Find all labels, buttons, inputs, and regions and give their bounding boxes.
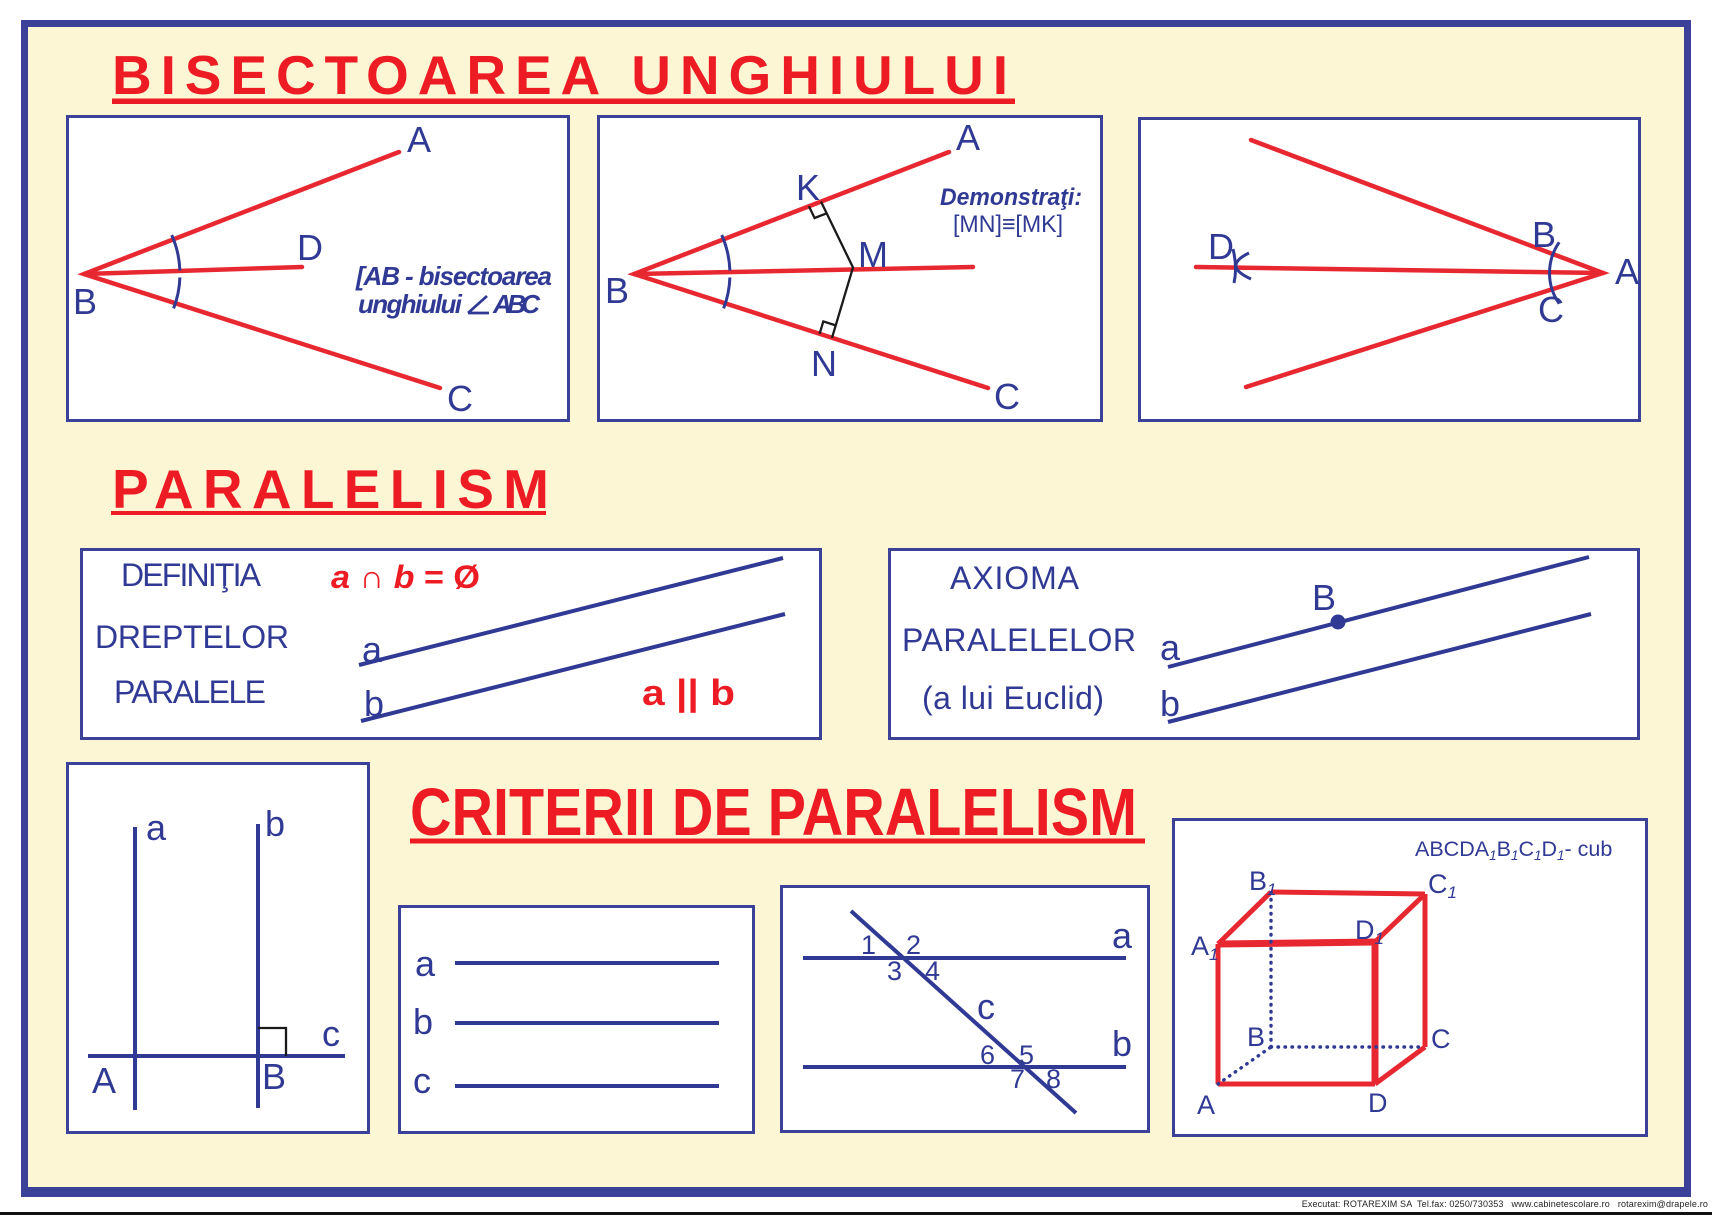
svg-text:BISECTOAREA UNGHIULUI: BISECTOAREA UNGHIULUI [112, 44, 1008, 106]
svg-text:PARALELISM: PARALELISM [112, 458, 549, 520]
svg-text:a: a [1160, 627, 1181, 668]
svg-text:D: D [1208, 226, 1234, 267]
svg-text:c: c [977, 986, 995, 1027]
svg-text:[AB - bisectoarea: [AB - bisectoarea [355, 261, 552, 291]
svg-text:C1: C1 [1428, 869, 1457, 902]
svg-text:AXIOMA: AXIOMA [950, 560, 1080, 596]
svg-text:c: c [322, 1013, 340, 1054]
svg-text:B: B [73, 281, 97, 322]
svg-text:Demonstraţi:: Demonstraţi: [940, 184, 1082, 211]
svg-text:A: A [1615, 251, 1639, 292]
svg-text:[MN]≡[MK]: [MN]≡[MK] [953, 211, 1063, 238]
svg-text:a: a [415, 943, 436, 984]
svg-text:5: 5 [1019, 1040, 1034, 1070]
svg-text:M: M [858, 234, 888, 275]
svg-text:b: b [1112, 1023, 1132, 1064]
svg-text:1: 1 [861, 930, 876, 960]
svg-text:K: K [796, 167, 820, 208]
svg-text:6: 6 [980, 1040, 995, 1070]
svg-text:B: B [1532, 214, 1556, 255]
svg-text:D: D [297, 227, 323, 268]
svg-text:3: 3 [887, 956, 902, 986]
svg-text:4: 4 [925, 956, 940, 986]
svg-text:A1: A1 [1191, 931, 1218, 964]
svg-text:b: b [413, 1001, 433, 1042]
svg-text:PARALELELOR: PARALELELOR [902, 622, 1136, 658]
svg-text:A: A [92, 1060, 116, 1101]
svg-text:2: 2 [906, 930, 921, 960]
svg-text:B: B [1247, 1022, 1265, 1052]
svg-text:CRITERII DE PARALELISM: CRITERII DE PARALELISM [410, 775, 1137, 850]
svg-text:DREPTELOR: DREPTELOR [95, 619, 289, 655]
svg-text:N: N [811, 343, 837, 384]
svg-text:C: C [1431, 1024, 1451, 1054]
svg-text:B: B [262, 1056, 286, 1097]
svg-text:unghiului: unghiului [358, 289, 463, 319]
svg-text:D1: D1 [1355, 915, 1384, 948]
svg-text:a: a [1112, 915, 1133, 956]
svg-text:b: b [364, 683, 384, 724]
svg-text:A: A [407, 119, 431, 160]
svg-text:c: c [413, 1060, 431, 1101]
svg-text:ABCDA1B1C1D1- cub: ABCDA1B1C1D1- cub [1415, 837, 1612, 863]
svg-text:C: C [1538, 289, 1564, 330]
svg-text:C: C [994, 376, 1020, 417]
svg-text:ABC: ABC [492, 289, 541, 319]
svg-text:PARALELE: PARALELE [114, 674, 266, 710]
svg-text:B: B [605, 270, 629, 311]
svg-text:C: C [447, 378, 473, 419]
svg-text:7: 7 [1010, 1064, 1025, 1094]
svg-text:B1: B1 [1249, 866, 1276, 899]
svg-text:A: A [956, 117, 980, 158]
svg-text:B: B [1312, 577, 1336, 618]
svg-text:8: 8 [1046, 1064, 1061, 1094]
svg-text:A: A [1197, 1090, 1215, 1120]
svg-text:D: D [1368, 1088, 1388, 1118]
svg-text:(a lui Euclid): (a lui Euclid) [922, 680, 1104, 716]
svg-text:a: a [362, 629, 383, 670]
svg-text:a: a [146, 807, 167, 848]
svg-text:b: b [265, 803, 285, 844]
svg-text:DEFINIŢIA: DEFINIŢIA [121, 557, 262, 593]
svg-text:b: b [1160, 683, 1180, 724]
svg-text:a ∩ b = Ø: a ∩ b = Ø [331, 559, 480, 595]
svg-text:a || b: a || b [642, 672, 735, 714]
